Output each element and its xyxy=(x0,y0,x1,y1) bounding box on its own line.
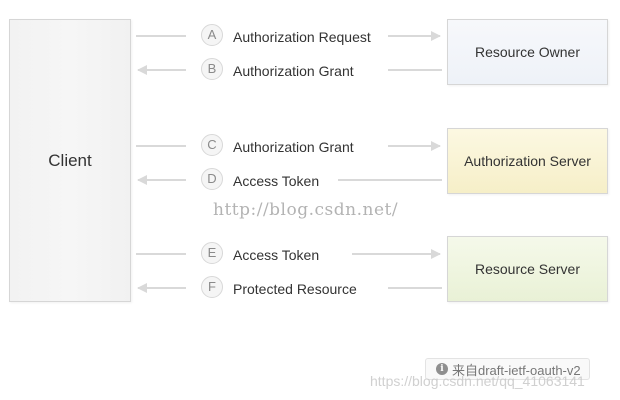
source-tag-text: 来自draft-ietf-oauth-v2 xyxy=(452,362,581,378)
step-a-badge: A xyxy=(201,24,223,46)
step-a-label: Authorization Request xyxy=(233,29,371,45)
resource-owner-box: Resource Owner xyxy=(447,19,608,85)
step-c-label: Authorization Grant xyxy=(233,139,354,155)
step-f-letter: F xyxy=(208,279,216,294)
step-b-letter: B xyxy=(207,61,217,76)
step-c-badge: C xyxy=(201,134,223,156)
source-tag[interactable]: i 来自draft-ietf-oauth-v2 xyxy=(425,358,590,380)
step-b-label: Authorization Grant xyxy=(233,63,354,79)
resource-server-label: Resource Server xyxy=(474,261,581,277)
step-b-badge: B xyxy=(201,58,223,80)
blog-watermark: http://blog.csdn.net/ xyxy=(213,200,399,220)
step-d-letter: D xyxy=(207,171,217,186)
step-d-badge: D xyxy=(201,168,223,190)
resource-server-box: Resource Server xyxy=(447,236,608,302)
step-e-label: Access Token xyxy=(233,247,320,263)
step-c-letter: C xyxy=(207,137,217,152)
csdn-url-watermark: https://blog.csdn.net/qq_41063141 xyxy=(370,373,585,389)
resource-owner-label: Resource Owner xyxy=(474,44,581,60)
step-f-label: Protected Resource xyxy=(233,281,357,297)
step-a-letter: A xyxy=(207,27,217,42)
step-f-badge: F xyxy=(201,276,223,298)
client-label: Client xyxy=(48,150,92,170)
step-e-letter: E xyxy=(207,245,217,260)
step-d-label: Access Token xyxy=(233,173,320,189)
step-e-badge: E xyxy=(201,242,223,264)
client-box: Client xyxy=(9,19,131,302)
info-icon: i xyxy=(436,363,448,375)
authorization-server-label: Authorization Server xyxy=(464,153,591,169)
authorization-server-box: Authorization Server xyxy=(447,128,608,194)
